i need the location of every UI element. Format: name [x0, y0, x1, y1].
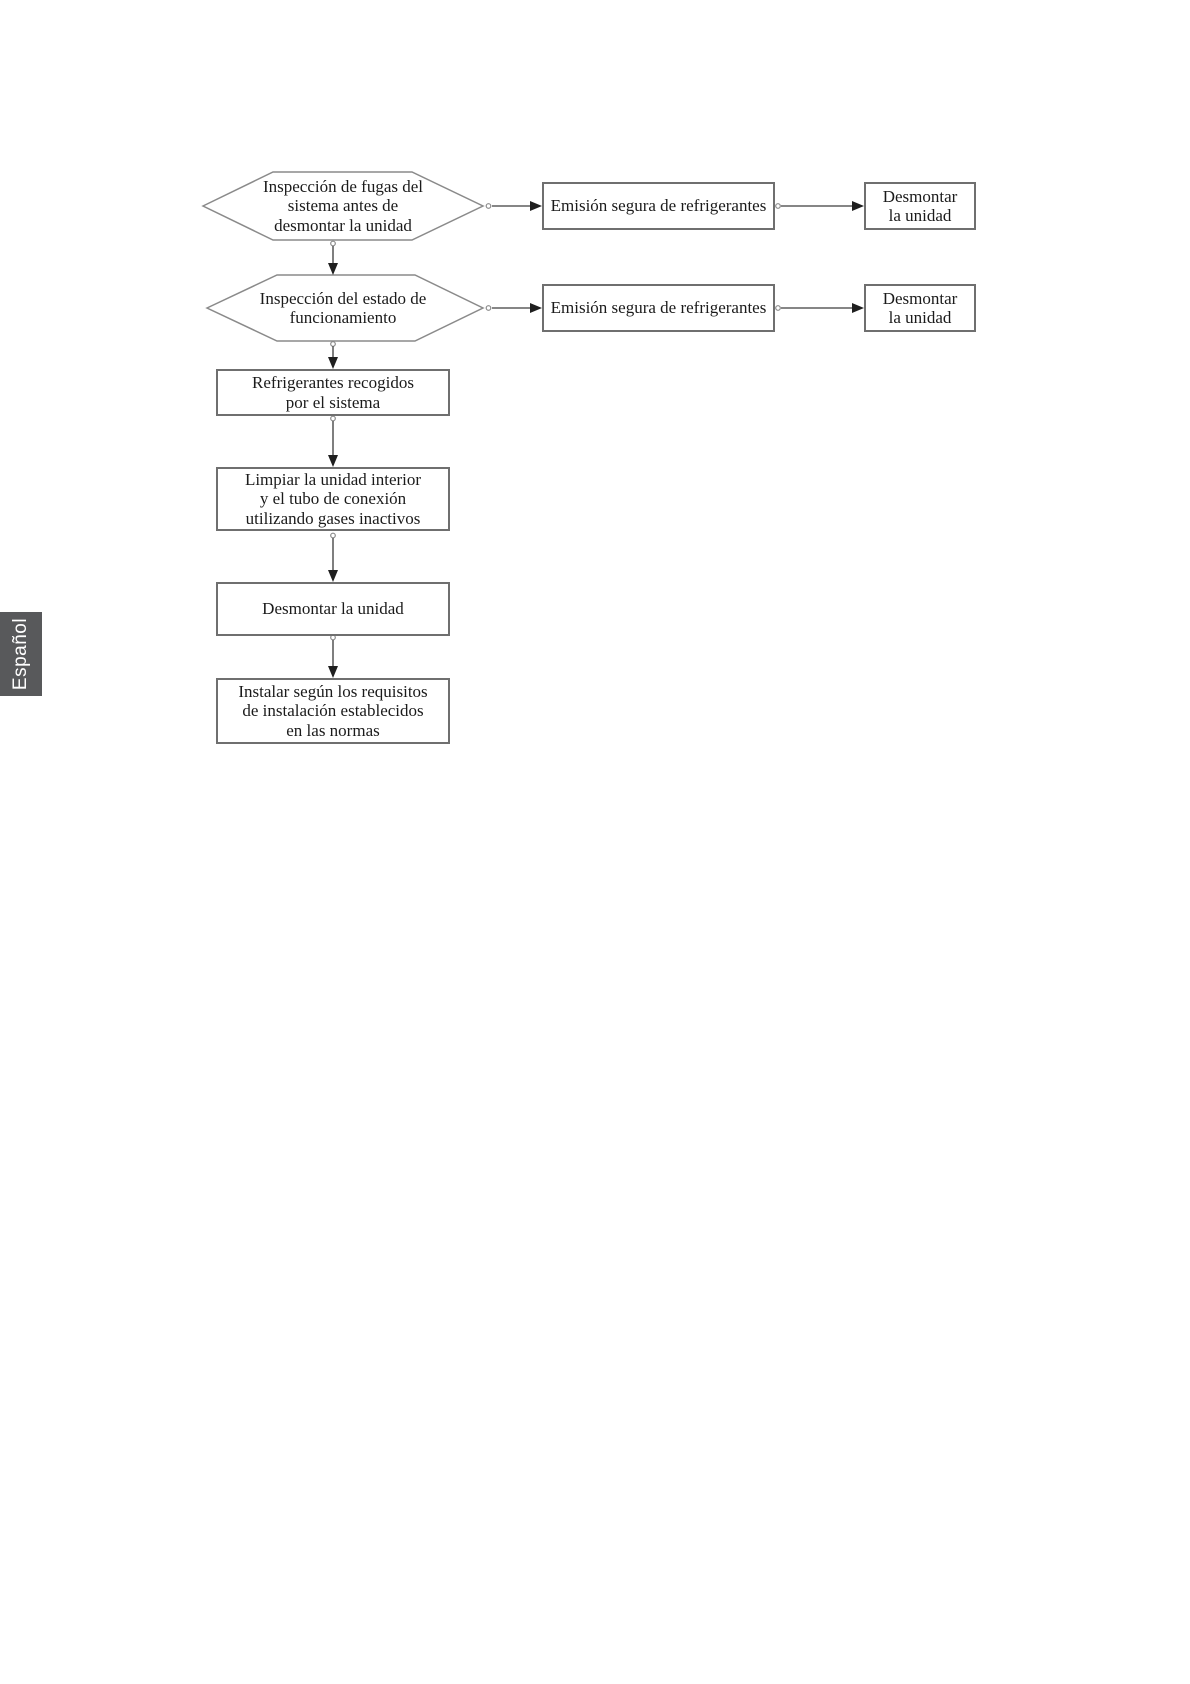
process-refrigerants-collected: Refrigerantes recogidos por el sistema [216, 369, 450, 416]
connector-dot [330, 415, 336, 422]
arrowhead-right [530, 201, 542, 211]
process-install-standards: Instalar según los requisitos de instala… [216, 678, 450, 744]
arrowhead-right [530, 303, 542, 313]
connector-dot [485, 203, 492, 209]
connector-dot [330, 240, 336, 247]
language-tab-espanol: Español [0, 612, 42, 696]
arrowhead-down [328, 570, 338, 582]
connector-dot [775, 305, 781, 311]
language-tab-label: Español [10, 617, 32, 691]
process-dismount-unit-1: Desmontar la unidad [864, 182, 976, 230]
hexagon-operation-inspection-shape [205, 274, 485, 342]
arrowhead-right [852, 303, 864, 313]
process-dismount-unit-2: Desmontar la unidad [864, 284, 976, 332]
arrowhead-down [328, 357, 338, 369]
flowchart-connectors [201, 171, 864, 678]
process-dismount-unit-3: Desmontar la unidad [216, 582, 450, 636]
connector-dot [485, 305, 492, 311]
arrowhead-down [328, 666, 338, 678]
arrowhead-down [328, 263, 338, 275]
connector-dot [775, 203, 781, 209]
connector-dot [330, 341, 336, 347]
arrowhead-down [328, 455, 338, 467]
decision-leak-inspection: Inspección de fugas del sistema antes de… [262, 176, 424, 235]
connector-dot [330, 532, 336, 539]
process-safe-emission-2: Emisión segura de refrigerantes [542, 284, 775, 332]
arrowhead-right [852, 201, 864, 211]
hexagon-leak-inspection-shape [201, 171, 485, 241]
process-safe-emission-1: Emisión segura de refrigerantes [542, 182, 775, 230]
process-clean-unit: Limpiar la unidad interior y el tubo de … [216, 467, 450, 531]
decision-operation-inspection: Inspección del estado de funcionamiento [259, 288, 427, 328]
